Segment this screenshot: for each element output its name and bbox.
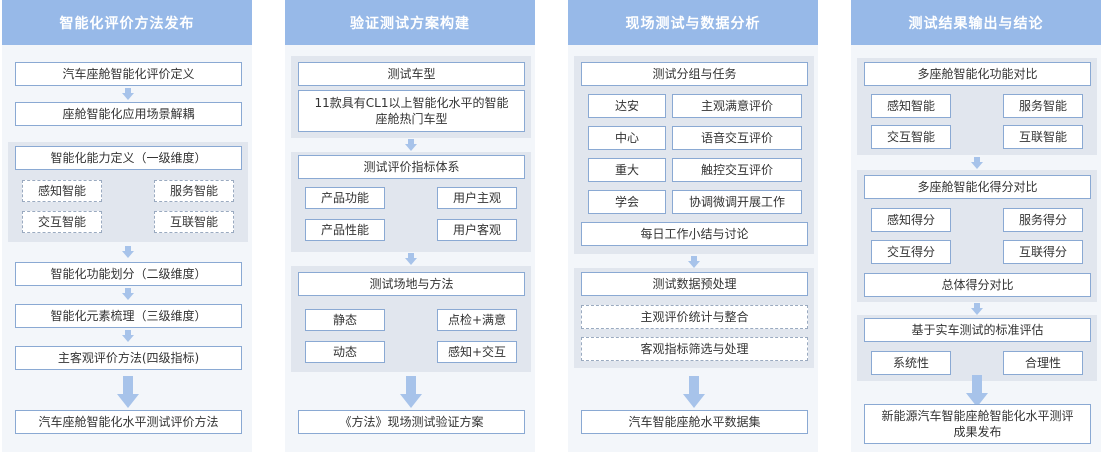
group-test-site-method: 测试场地与方法 静态 点检+满意 动态 感知+交互 — [291, 266, 531, 372]
node-objective-filter: 客观指标筛选与处理 — [581, 337, 808, 361]
group-title: 测试场地与方法 — [298, 272, 525, 296]
node-group-daan: 达安 — [588, 94, 666, 118]
node-level4: 主客观评价方法(四级指标) — [15, 346, 242, 370]
column-method-release: 智能化评价方法发布 汽车座舱智能化评价定义 座舱智能化应用场景解耦 智能化能力定… — [2, 0, 252, 452]
node-scenario-decoupling: 座舱智能化应用场景解耦 — [15, 102, 242, 126]
node-group-society: 学会 — [588, 190, 666, 214]
arrow-down-icon — [683, 376, 705, 408]
node-vehicle-list: 11款具有CL1以上智能化水平的智能座舱热门车型 — [298, 90, 525, 132]
node-connectivity-score: 互联得分 — [1003, 240, 1083, 264]
node-perception-interaction: 感知+交互 — [437, 341, 517, 363]
arrow-down-icon — [405, 139, 417, 151]
node-systematic: 系统性 — [871, 351, 951, 375]
arrow-down-icon — [966, 375, 988, 407]
node-product-function: 产品功能 — [305, 187, 385, 209]
arrow-down-icon — [122, 330, 134, 342]
group-test-grouping: 测试分组与任务 达安 主观满意评价 中心 语音交互评价 重大 触控交互评价 学会… — [574, 56, 814, 254]
node-task-subjective: 主观满意评价 — [672, 94, 802, 118]
node-user-objective: 用户客观 — [437, 219, 517, 241]
node-group-cqu: 重大 — [588, 158, 666, 182]
group-test-vehicles: 测试车型 11款具有CL1以上智能化水平的智能座舱热门车型 — [291, 56, 531, 138]
group-title: 基于实车测试的标准评估 — [864, 318, 1091, 342]
node-group-center: 中心 — [588, 126, 666, 150]
node-task-voice: 语音交互评价 — [672, 126, 802, 150]
node-overall-score: 总体得分对比 — [864, 273, 1091, 297]
node-connectivity: 互联智能 — [154, 211, 234, 233]
node-level2: 智能化功能划分（二级维度） — [15, 262, 242, 286]
column-header: 测试结果输出与结论 — [851, 0, 1101, 45]
node-level3: 智能化元素梳理（三级维度） — [15, 304, 242, 328]
node-interaction: 交互智能 — [871, 125, 951, 149]
arrow-down-icon — [400, 376, 422, 408]
node-task-touch: 触控交互评价 — [672, 158, 802, 182]
node-final-publication: 新能源汽车智能座舱智能化水平测评成果发布 — [864, 404, 1091, 444]
column-field-test: 现场测试与数据分析 测试分组与任务 达安 主观满意评价 中心 语音交互评价 重大… — [568, 0, 818, 452]
arrow-down-icon — [122, 88, 134, 100]
node-interaction-score: 交互得分 — [871, 240, 951, 264]
group-title: 测试评价指标体系 — [298, 155, 525, 179]
group-preprocessing: 测试数据预处理 主观评价统计与整合 客观指标筛选与处理 — [574, 268, 814, 368]
group-score-compare: 多座舱智能化得分对比 感知得分 服务得分 交互得分 互联得分 总体得分对比 — [857, 170, 1097, 302]
arrow-down-icon — [405, 253, 417, 265]
group-title: 测试分组与任务 — [581, 62, 808, 86]
column-test-plan: 验证测试方案构建 测试车型 11款具有CL1以上智能化水平的智能座舱热门车型 测… — [285, 0, 535, 452]
node-definition: 汽车座舱智能化评价定义 — [15, 62, 242, 86]
arrow-down-icon — [117, 376, 139, 408]
node-final-dataset: 汽车智能座舱水平数据集 — [581, 410, 808, 434]
node-service: 服务智能 — [1003, 94, 1083, 118]
node-service-score: 服务得分 — [1003, 208, 1083, 232]
arrow-down-icon — [971, 303, 983, 315]
arrow-down-icon — [971, 157, 983, 169]
node-final-test-plan: 《方法》现场测试验证方案 — [298, 410, 525, 434]
node-user-subjective: 用户主观 — [437, 187, 517, 209]
node-subjective-stats: 主观评价统计与整合 — [581, 305, 808, 329]
group-indicator-system: 测试评价指标体系 产品功能 用户主观 产品性能 用户客观 — [291, 152, 531, 252]
node-check-satisfaction: 点检+满意 — [437, 309, 517, 331]
arrow-down-icon — [122, 288, 134, 300]
group-standard-eval: 基于实车测试的标准评估 系统性 合理性 — [857, 315, 1097, 381]
node-final-method: 汽车座舱智能化水平测试评价方法 — [15, 410, 242, 434]
node-service: 服务智能 — [154, 180, 234, 202]
node-static: 静态 — [305, 309, 385, 331]
group-title: 测试车型 — [298, 62, 525, 86]
node-interaction: 交互智能 — [22, 211, 102, 233]
node-connectivity: 互联智能 — [1003, 125, 1083, 149]
column-header: 智能化评价方法发布 — [2, 0, 252, 45]
node-product-performance: 产品性能 — [305, 219, 385, 241]
node-daily-summary: 每日工作小结与讨论 — [581, 222, 808, 246]
node-perception: 感知智能 — [22, 180, 102, 202]
node-perception-score: 感知得分 — [871, 208, 951, 232]
node-rationality: 合理性 — [1003, 351, 1083, 375]
column-header: 验证测试方案构建 — [285, 0, 535, 45]
group-title: 多座舱智能化得分对比 — [864, 175, 1091, 199]
node-task-coordination: 协调微调开展工作 — [672, 190, 802, 214]
arrow-down-icon — [688, 256, 700, 268]
group-function-compare: 多座舱智能化功能对比 感知智能 服务智能 交互智能 互联智能 — [857, 58, 1097, 155]
group-title: 多座舱智能化功能对比 — [864, 62, 1091, 86]
column-results: 测试结果输出与结论 多座舱智能化功能对比 感知智能 服务智能 交互智能 互联智能… — [851, 0, 1101, 452]
group-title: 测试数据预处理 — [581, 272, 808, 296]
group-level1: 智能化能力定义（一级维度） 感知智能 服务智能 交互智能 互联智能 — [8, 142, 248, 242]
node-dynamic: 动态 — [305, 341, 385, 363]
column-header: 现场测试与数据分析 — [568, 0, 818, 45]
arrow-down-icon — [122, 246, 134, 258]
group-title: 智能化能力定义（一级维度） — [15, 146, 242, 170]
node-perception: 感知智能 — [871, 94, 951, 118]
